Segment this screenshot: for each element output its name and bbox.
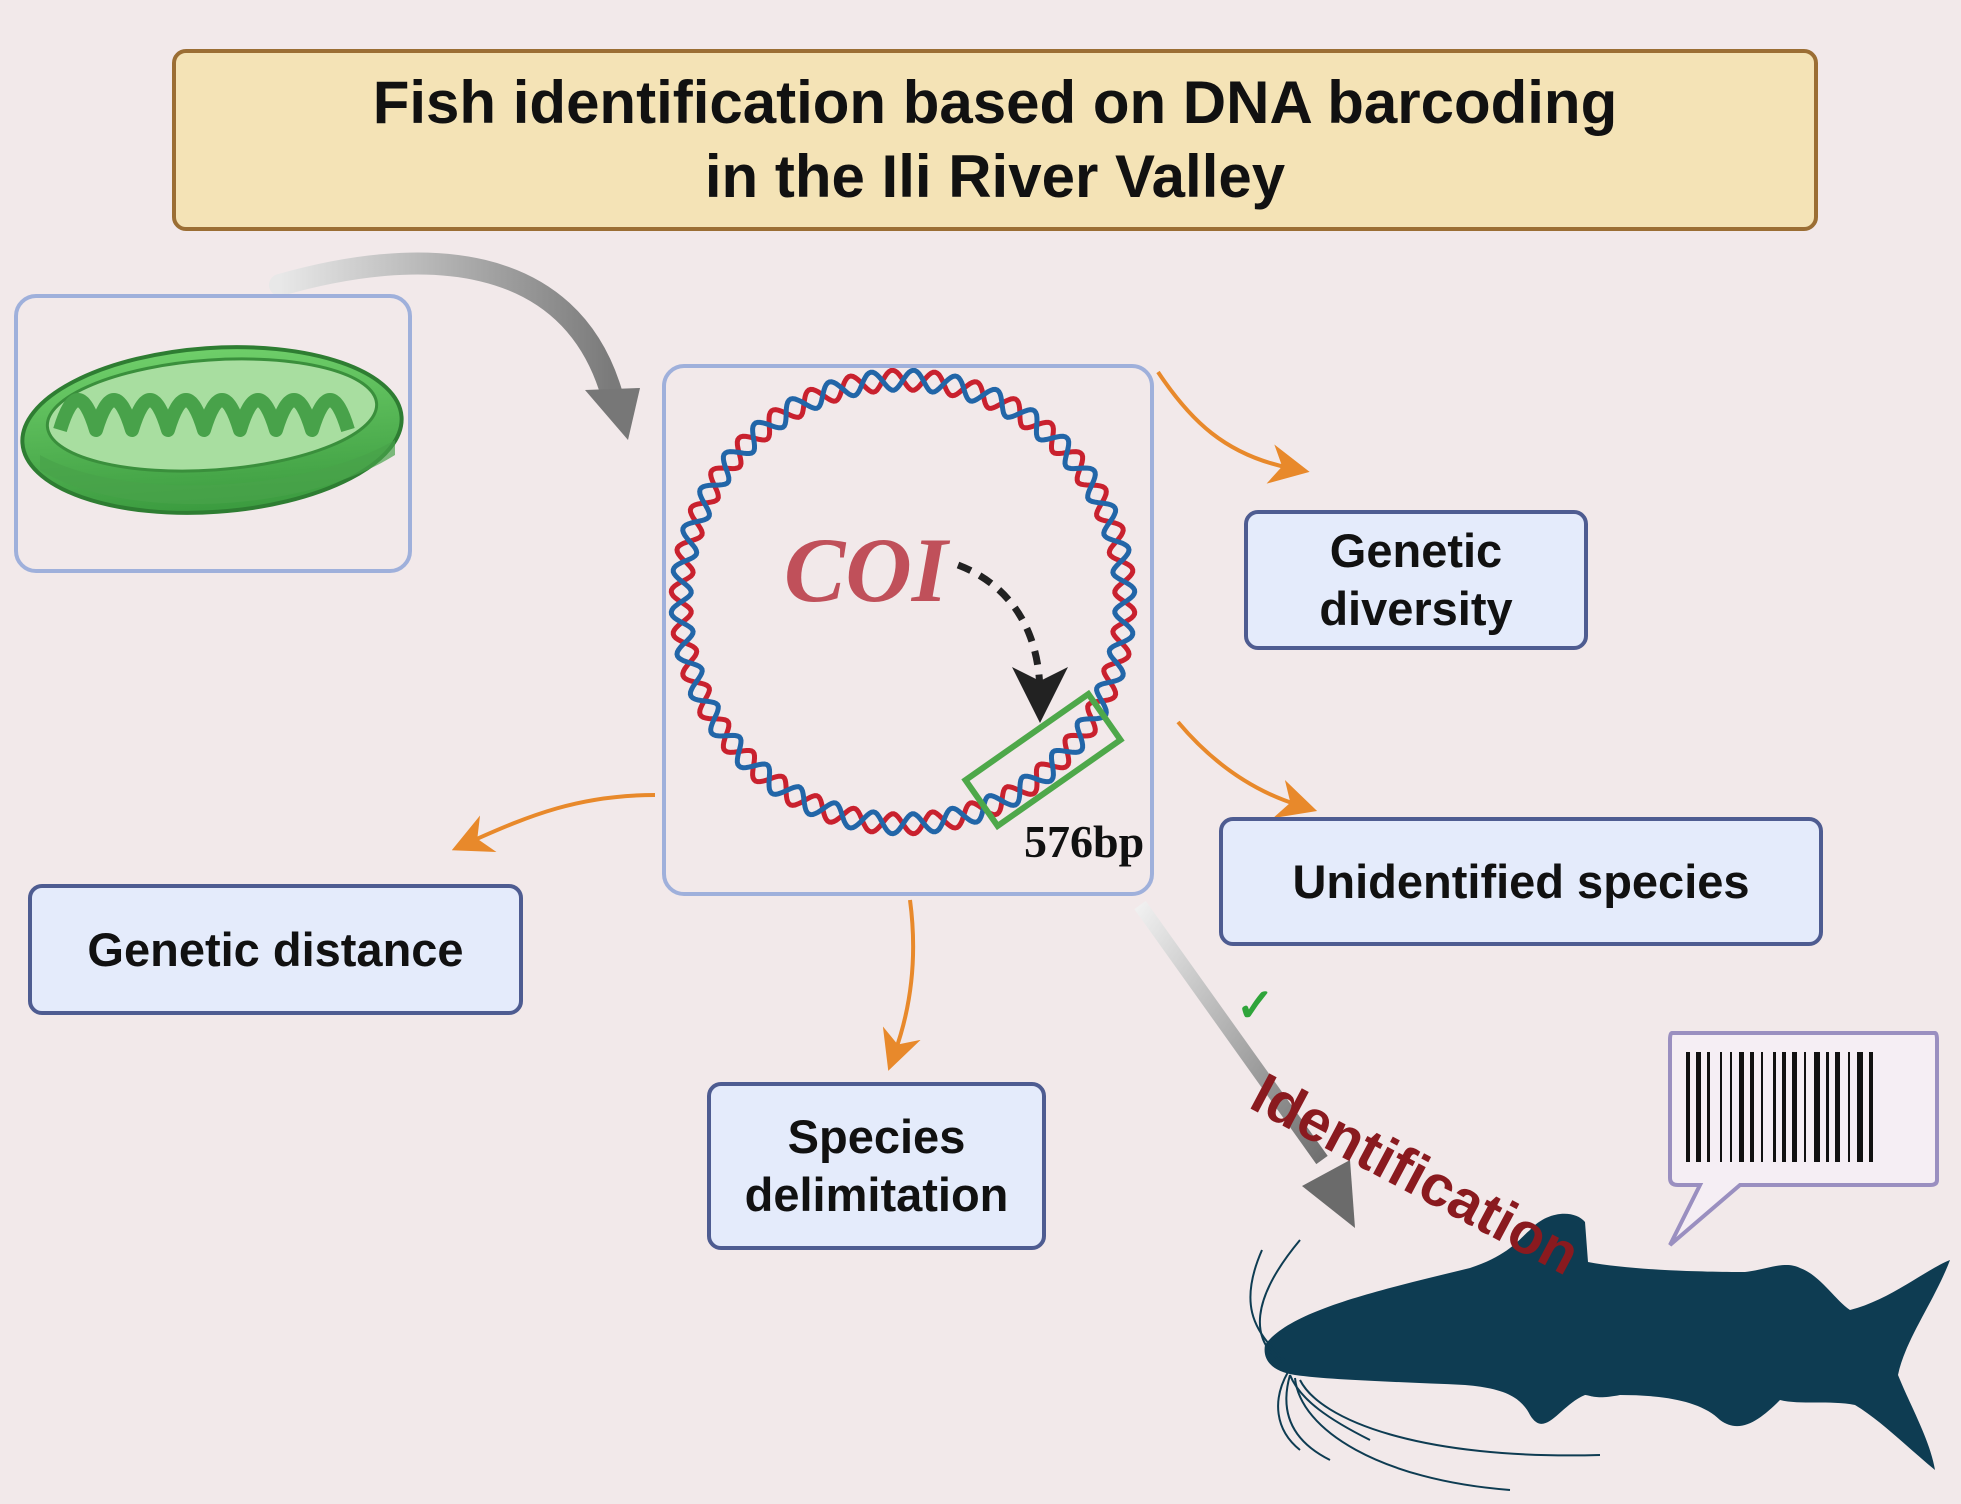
identification-arrow: [1134, 900, 1355, 1228]
checkmark-icon: ✓: [1236, 979, 1275, 1031]
catfish-silhouette-icon: [1249, 1213, 1950, 1491]
barcode-bar: [1696, 1052, 1701, 1162]
barcode-bar: [1707, 1052, 1710, 1162]
arrow-to-genetic-diversity: [1156, 370, 1310, 484]
barcode-bar: [1814, 1052, 1820, 1162]
genetic-diversity-label: Genetic diversity: [1319, 524, 1513, 635]
unidentified-species-box: Unidentified species: [1219, 817, 1823, 946]
barcode-bar: [1792, 1052, 1797, 1162]
barcode-bar: [1720, 1052, 1722, 1162]
mtdna-frame: [662, 364, 1154, 896]
circular-mtdna-icon: [668, 367, 1138, 837]
curved-grey-arrow: [269, 252, 640, 440]
dna-strand-blue: [668, 367, 1138, 837]
gene-label: COI: [784, 519, 948, 621]
title-banner: Fish identification based on DNA barcodi…: [172, 49, 1818, 231]
barcode-bar: [1739, 1052, 1744, 1162]
genetic-distance-box: Genetic distance: [28, 884, 523, 1015]
arrow-to-species-delimitation: [882, 899, 921, 1071]
fragment-length-label: 576bp: [1024, 816, 1145, 867]
barcode-bar: [1804, 1052, 1806, 1162]
genetic-distance-label: Genetic distance: [87, 922, 464, 976]
title-line-1: Fish identification based on DNA barcodi…: [372, 69, 1618, 136]
barcode-bar: [1773, 1052, 1776, 1162]
barcode-bar: [1857, 1052, 1863, 1162]
coi-fragment-highlight: [961, 689, 1125, 831]
barcode-bar: [1826, 1052, 1829, 1162]
barcode-bar: [1848, 1052, 1850, 1162]
barcode-bar: [1835, 1052, 1840, 1162]
barcode-bar: [1782, 1052, 1786, 1162]
mitochondrion-frame: [14, 294, 412, 573]
mitochondrion-icon: [20, 345, 404, 515]
barcode-bar: [1761, 1052, 1763, 1162]
title-line-2: in the Ili River Valley: [704, 143, 1286, 210]
barcode-bar: [1730, 1052, 1732, 1162]
genetic-diversity-box: Genetic diversity: [1244, 510, 1588, 650]
dashed-arrow: [956, 561, 1068, 723]
barcode-bars: [1686, 1052, 1873, 1162]
barcode-icon: [1668, 1031, 1939, 1247]
species-delimitation-label: Species delimitation: [744, 1110, 1009, 1221]
arrow-to-unidentified-species: [1176, 720, 1318, 819]
arrow-to-genetic-distance: [451, 793, 656, 853]
barcode-bar: [1686, 1052, 1690, 1162]
barcode-bar: [1750, 1052, 1754, 1162]
unidentified-species-label: Unidentified species: [1292, 854, 1750, 908]
species-delimitation-box: Species delimitation: [707, 1082, 1046, 1250]
barcode-bar: [1869, 1052, 1873, 1162]
